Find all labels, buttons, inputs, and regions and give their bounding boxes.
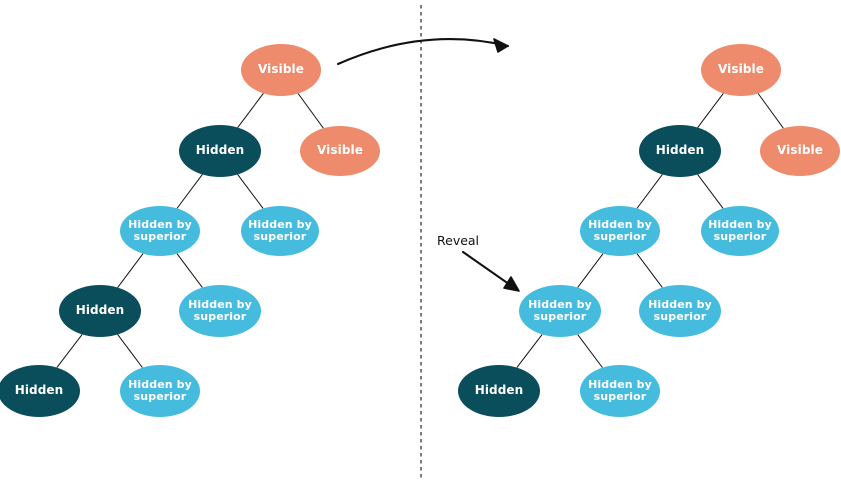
node-hidden-by-superior[interactable]: Hidden by superior <box>120 365 200 417</box>
node-visible[interactable]: Visible <box>241 44 321 96</box>
node-hidden-by-superior[interactable]: Hidden by superior <box>179 285 261 337</box>
node-hidden[interactable]: Hidden <box>0 365 80 417</box>
node-hidden-by-superior[interactable]: Hidden by superior <box>580 206 660 256</box>
node-label: Hidden by superior <box>648 297 712 323</box>
node-hidden[interactable]: Hidden <box>458 365 540 417</box>
node-label: Hidden <box>195 143 245 158</box>
node-label: Hidden by superior <box>528 297 592 323</box>
node-hidden-by-superior[interactable]: Hidden by superior <box>580 365 660 417</box>
node-label: Visible <box>718 62 764 77</box>
node-label: Visible <box>317 143 363 158</box>
node-hidden[interactable]: Hidden <box>639 125 721 177</box>
node-visible[interactable]: Visible <box>760 126 840 176</box>
node-label: Hidden by superior <box>708 217 772 243</box>
node-label: Hidden <box>474 383 524 398</box>
node-hidden-by-superior[interactable]: Hidden by superior <box>519 285 601 337</box>
node-visible[interactable]: Visible <box>701 44 781 96</box>
node-label: Hidden by superior <box>248 217 312 243</box>
node-label: Hidden by superior <box>128 377 192 403</box>
node-visible[interactable]: Visible <box>300 126 380 176</box>
node-label: Hidden by superior <box>188 297 252 323</box>
node-hidden[interactable]: Hidden <box>179 125 261 177</box>
node-label: Visible <box>777 143 823 158</box>
annotation-reveal: Reveal <box>437 233 480 248</box>
node-label: Visible <box>258 62 304 77</box>
node-label: Hidden by superior <box>588 217 652 243</box>
node-label: Hidden by superior <box>128 217 192 243</box>
node-label: Hidden <box>655 143 705 158</box>
node-hidden-by-superior[interactable]: Hidden by superior <box>241 206 319 256</box>
node-hidden-by-superior[interactable]: Hidden by superior <box>639 285 721 337</box>
node-label: Hidden <box>75 303 125 318</box>
node-label: Hidden by superior <box>588 377 652 403</box>
node-label: Hidden <box>14 383 64 398</box>
node-hidden-by-superior[interactable]: Hidden by superior <box>120 206 200 256</box>
node-hidden[interactable]: Hidden <box>59 285 141 337</box>
node-hidden-by-superior[interactable]: Hidden by superior <box>701 206 779 256</box>
